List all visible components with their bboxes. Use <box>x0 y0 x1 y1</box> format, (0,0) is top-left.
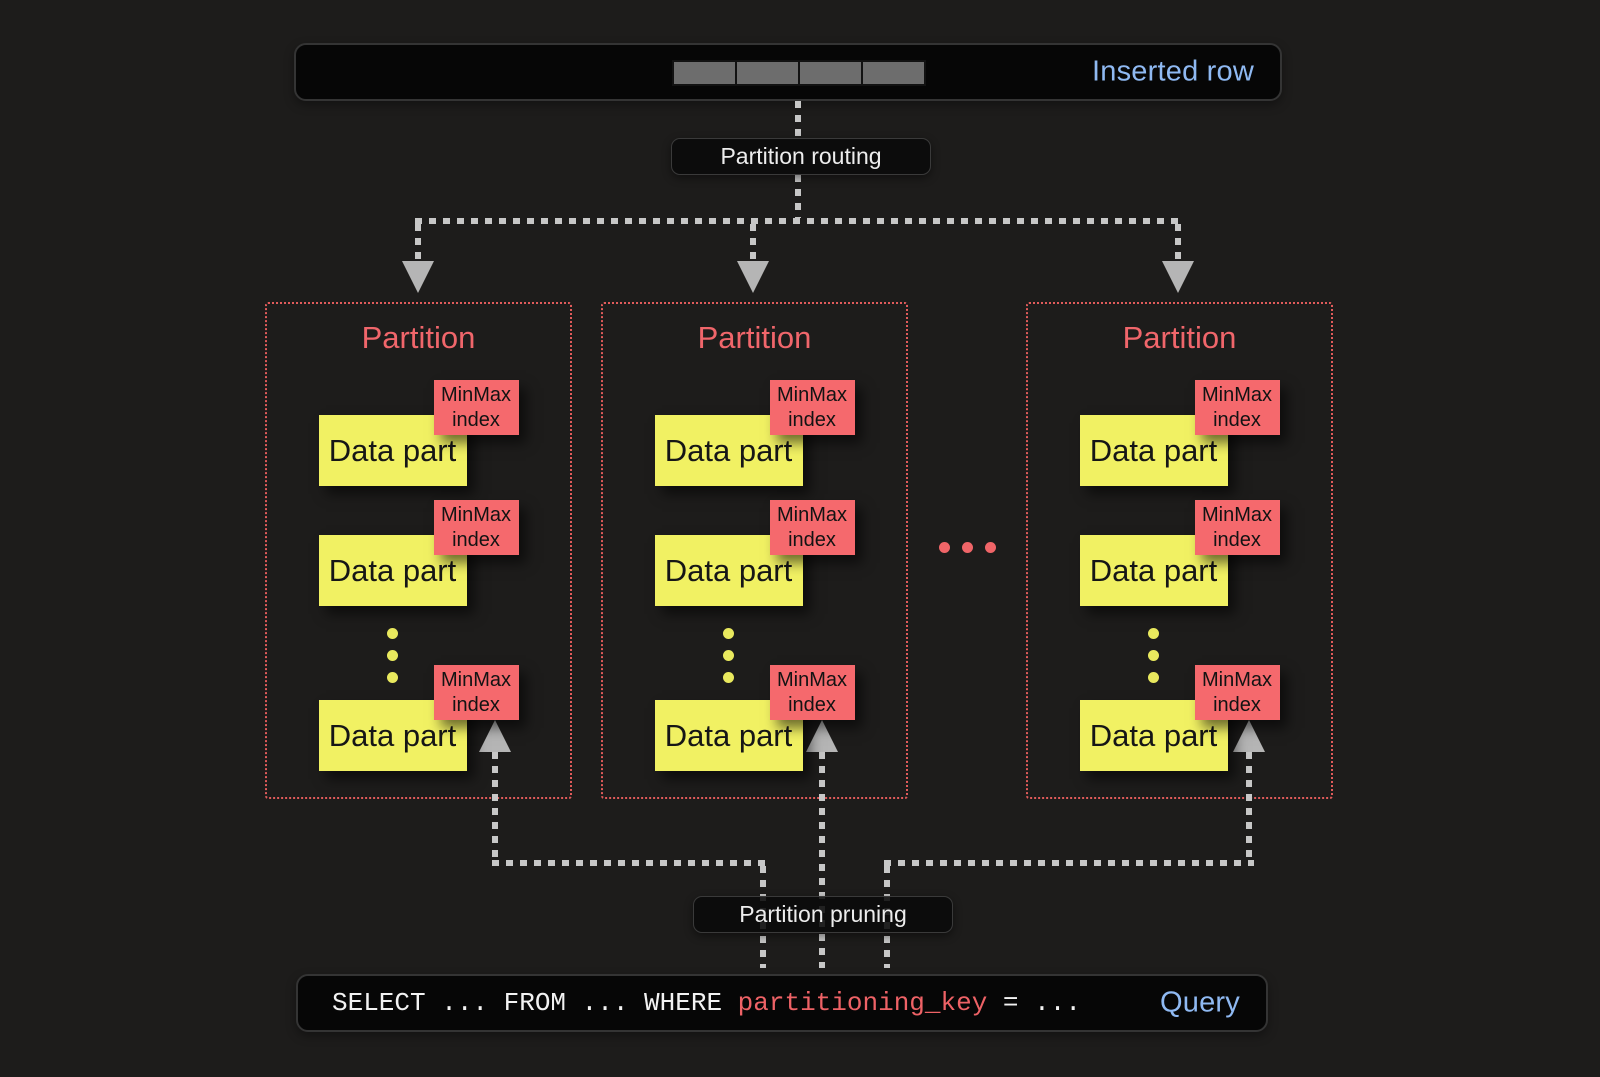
routing-line-top <box>795 101 801 138</box>
more-parts-ellipsis <box>386 628 398 683</box>
data-part-box: Data part <box>318 700 467 771</box>
query-label: Query <box>1160 986 1240 1019</box>
data-part-box: Data part <box>318 535 467 606</box>
query-bar: SELECT ... FROM ... WHERE partitioning_k… <box>296 974 1268 1032</box>
data-part-cluster: MinMax index Data part MinMax index Data… <box>318 380 519 780</box>
partition-box-3: Partition MinMax index Data part MinMax … <box>1026 302 1333 799</box>
partition-title: Partition <box>1122 320 1237 355</box>
row-cell <box>672 60 737 86</box>
routing-drop-right <box>1175 224 1181 262</box>
partition-title: Partition <box>697 320 812 355</box>
partition-box-1: Partition MinMax index Data part MinMax … <box>265 302 572 799</box>
pruning-tail-right <box>1246 752 1252 863</box>
sql-partitioning-key: partitioning_key <box>737 988 988 1018</box>
minmax-index-tag: MinMax index <box>433 500 519 555</box>
partition-routing-label: Partition routing <box>671 138 931 175</box>
data-part-cluster: MinMax index Data part MinMax index Data… <box>654 380 855 780</box>
partition-pruning-label: Partition pruning <box>693 896 953 933</box>
data-part-cluster: MinMax index Data part MinMax index Data… <box>1079 380 1280 780</box>
more-partitions-ellipsis <box>939 542 996 553</box>
minmax-index-tag: MinMax index <box>1194 665 1280 720</box>
sql-clause-after: = ... <box>987 988 1081 1018</box>
row-cell <box>798 60 863 86</box>
row-cell <box>735 60 800 86</box>
minmax-index-tag: MinMax index <box>769 380 855 435</box>
partition-title: Partition <box>361 320 476 355</box>
routing-spread-line <box>415 218 1181 224</box>
more-parts-ellipsis <box>722 628 734 683</box>
minmax-index-tag: MinMax index <box>433 380 519 435</box>
minmax-index-tag: MinMax index <box>1194 500 1280 555</box>
minmax-index-tag: MinMax index <box>433 665 519 720</box>
partition-routing-text: Partition routing <box>720 143 882 169</box>
data-part-box: Data part <box>1079 535 1228 606</box>
arrow-down-icon <box>1162 261 1194 293</box>
partition-pruning-text: Partition pruning <box>739 901 907 927</box>
more-parts-ellipsis <box>1147 628 1159 683</box>
sql-clause-before: SELECT ... FROM ... WHERE <box>332 988 738 1018</box>
row-segments <box>672 60 926 86</box>
data-part-box: Data part <box>1079 700 1228 771</box>
arrow-down-icon <box>737 261 769 293</box>
inserted-row-bar: Inserted row <box>294 43 1282 101</box>
pruning-tail-left <box>492 752 498 863</box>
routing-drop-left <box>415 224 421 262</box>
minmax-index-tag: MinMax index <box>769 500 855 555</box>
inserted-row-label: Inserted row <box>1092 55 1254 88</box>
pruning-hline-left <box>492 860 768 866</box>
routing-line-mid <box>795 175 801 218</box>
routing-drop-middle <box>750 224 756 262</box>
minmax-index-tag: MinMax index <box>1194 380 1280 435</box>
minmax-index-tag: MinMax index <box>769 665 855 720</box>
pruning-hline-right <box>884 860 1254 866</box>
partition-box-2: Partition MinMax index Data part MinMax … <box>601 302 908 799</box>
row-cell <box>861 60 926 86</box>
sql-query-text: SELECT ... FROM ... WHERE partitioning_k… <box>332 988 1081 1018</box>
pruning-tail-middle <box>819 752 825 968</box>
arrow-down-icon <box>402 261 434 293</box>
